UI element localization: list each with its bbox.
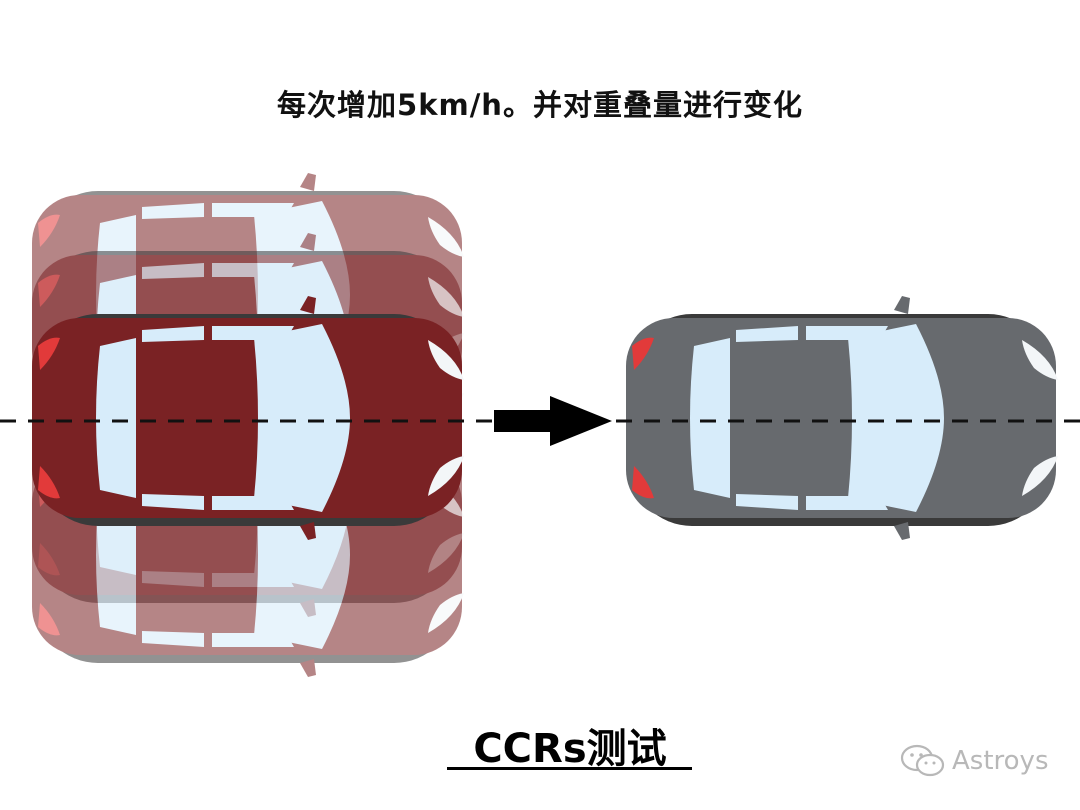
diagram-title: CCRs测试 [473, 726, 667, 772]
watermark: Astroys [900, 741, 1048, 781]
subject-car [32, 296, 464, 540]
direction-arrow [494, 396, 612, 446]
caption: 每次增加5km/h。并对重叠量进行变化 [277, 88, 803, 122]
title-underline [447, 767, 692, 770]
wechat-icon [900, 744, 945, 777]
target-car [626, 296, 1058, 540]
watermark-text: Astroys [952, 746, 1049, 776]
